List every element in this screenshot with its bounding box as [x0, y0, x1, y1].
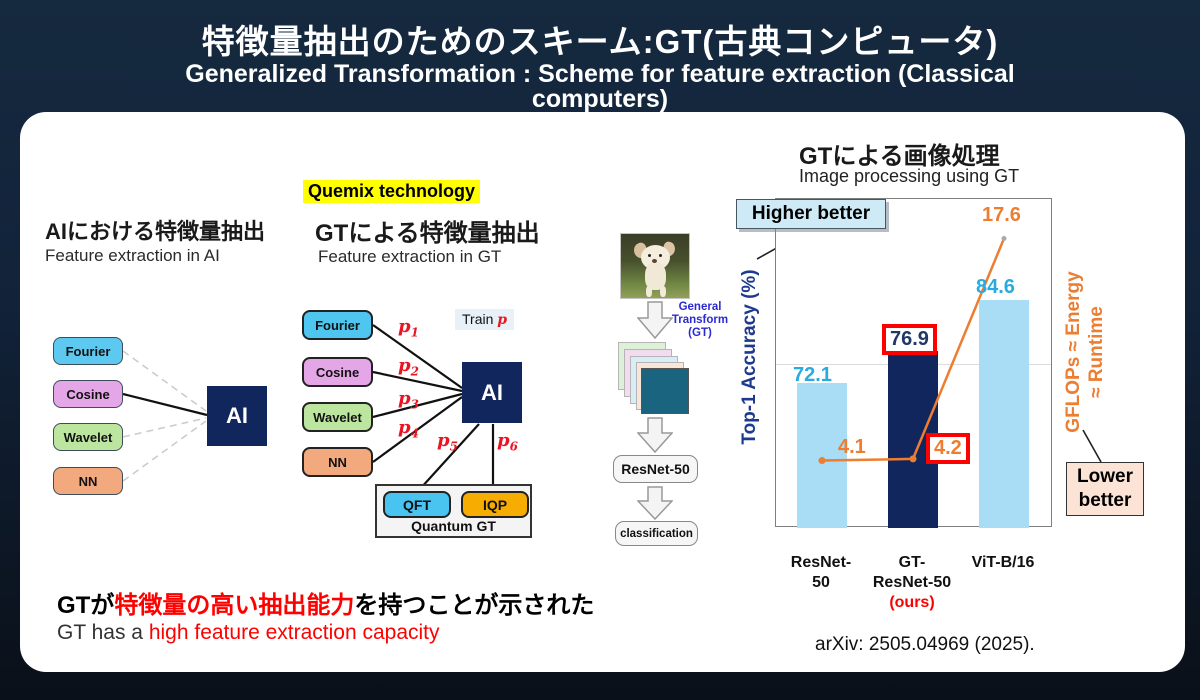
- quantum-gt-label: Quantum GT: [411, 518, 496, 534]
- gt-section-title-jp: GTによる特徴量抽出: [315, 220, 540, 247]
- quemix-badge: Quemix technology: [303, 180, 481, 203]
- bar-2: [979, 300, 1029, 528]
- line-value-0: 4.1: [838, 436, 866, 458]
- subtitle-line2: computers): [531, 85, 669, 113]
- bar-value-1: 76.9: [882, 323, 937, 355]
- general-transform-label: General Transform (GT): [671, 301, 729, 339]
- arxiv-caption: arXiv: 2505.04969 (2025).: [815, 634, 1035, 655]
- left-axis-label: Top-1 Accuracy (%): [739, 269, 760, 445]
- x-category-1: GT-ResNet-50(ours): [872, 554, 952, 611]
- chart-title-en: Image processing using GT: [799, 166, 1020, 186]
- param-label-p5: p5: [437, 430, 458, 454]
- bar-value-0: 72.1: [793, 363, 832, 386]
- dog-leg-left: [646, 286, 652, 297]
- slide-subtitle-en: Generalized Transformation : Scheme for …: [0, 62, 1200, 112]
- qft-chip: QFT: [383, 491, 451, 518]
- lower-better-callout: Lower better: [1066, 462, 1144, 516]
- gt-input-nn-label: NN: [328, 454, 347, 470]
- ai-input-nn-label: NN: [78, 473, 98, 489]
- gt-input-wavelet-label: Wavelet: [313, 409, 362, 425]
- gt-input-fourier-label: Fourier: [315, 317, 360, 333]
- param-label-p1: p1: [398, 316, 419, 340]
- param-label-p6: p6: [497, 430, 518, 454]
- ai-input-fourier-label: Fourier: [65, 343, 111, 359]
- line-value-2: 17.6: [982, 204, 1021, 226]
- gt-input-cosine-label: Cosine: [315, 364, 360, 380]
- param-label-p2: p2: [398, 355, 419, 379]
- down-arrow-1: [637, 301, 673, 339]
- conclusion-en: GT has a high feature extraction capacit…: [57, 621, 440, 644]
- higher-better-callout: Higher better: [736, 199, 886, 229]
- ai-box-gt: AI: [462, 362, 522, 423]
- line-series: [818, 235, 1007, 465]
- feature-layer-teal: [641, 368, 689, 414]
- subtitle-line1: Generalized Transformation : Scheme for …: [185, 60, 1015, 88]
- iqp-chip: IQP: [461, 491, 529, 518]
- ai-box-left: AI: [207, 386, 267, 446]
- dog-eye-right: [659, 254, 662, 257]
- ai-section-title-jp: AIにおける特徴量抽出: [45, 219, 266, 244]
- dog-eye-left: [648, 254, 651, 257]
- slide-title-jp: 特徴量抽出のためのスキーム:GT(古典コンピュータ): [201, 23, 999, 60]
- right-axis-label: GFLOPs ≈ Energy ≈ Runtime: [1063, 271, 1107, 433]
- param-label-p3: p3: [398, 388, 419, 412]
- ai-input-cosine: Cosine: [53, 380, 123, 408]
- train-p-box: Train p: [455, 309, 515, 330]
- quantum-gt-container: QFT IQP Quantum GT: [375, 484, 532, 538]
- chart-plot-area: 72.1 76.9 84.6 4.1 4.2 17.6: [775, 198, 1052, 528]
- qft-label: QFT: [403, 496, 431, 513]
- train-p-symbol: p: [497, 312, 508, 328]
- bar-value-2: 84.6: [976, 276, 1015, 299]
- classification-box: classification: [615, 521, 698, 546]
- dog-nose: [652, 259, 657, 263]
- ai-section-title-en: Feature extraction in AI: [45, 246, 220, 265]
- train-label: Train: [462, 311, 498, 327]
- dog-photo: [620, 233, 690, 299]
- x-category-2: ViT-B/16: [971, 554, 1035, 571]
- ai-input-cosine-label: Cosine: [66, 386, 110, 402]
- x-category-labels: ResNet-50 GT-ResNet-50(ours) ViT-B/16: [775, 553, 1052, 643]
- iqp-label: IQP: [482, 496, 508, 513]
- down-arrow-3: [637, 486, 673, 520]
- gt-input-cosine: Cosine: [302, 357, 373, 387]
- param-label-p4: p4: [398, 417, 419, 441]
- dog-body: [645, 262, 666, 290]
- ai-input-fourier: Fourier: [53, 337, 123, 365]
- dog-leg-right: [660, 286, 666, 297]
- chart-title-jp: GTによる画像処理: [799, 143, 1000, 170]
- conclusion-jp: GTが特徴量の高い抽出能力を持つことが示された: [57, 592, 595, 619]
- ai-input-nn: NN: [53, 467, 123, 495]
- gt-input-wavelet: Wavelet: [302, 402, 373, 432]
- resnet-box: ResNet-50: [613, 455, 698, 483]
- down-arrow-2: [637, 417, 673, 453]
- gt-section-title-en: Feature extraction in GT: [318, 247, 502, 266]
- gt-input-nn: NN: [302, 447, 373, 477]
- gt-input-fourier: Fourier: [302, 310, 373, 340]
- ai-input-wavelet: Wavelet: [53, 423, 123, 451]
- ai-input-wavelet-label: Wavelet: [63, 429, 113, 445]
- line-value-1: 4.2: [926, 433, 970, 464]
- x-category-0: ResNet-50: [790, 554, 852, 591]
